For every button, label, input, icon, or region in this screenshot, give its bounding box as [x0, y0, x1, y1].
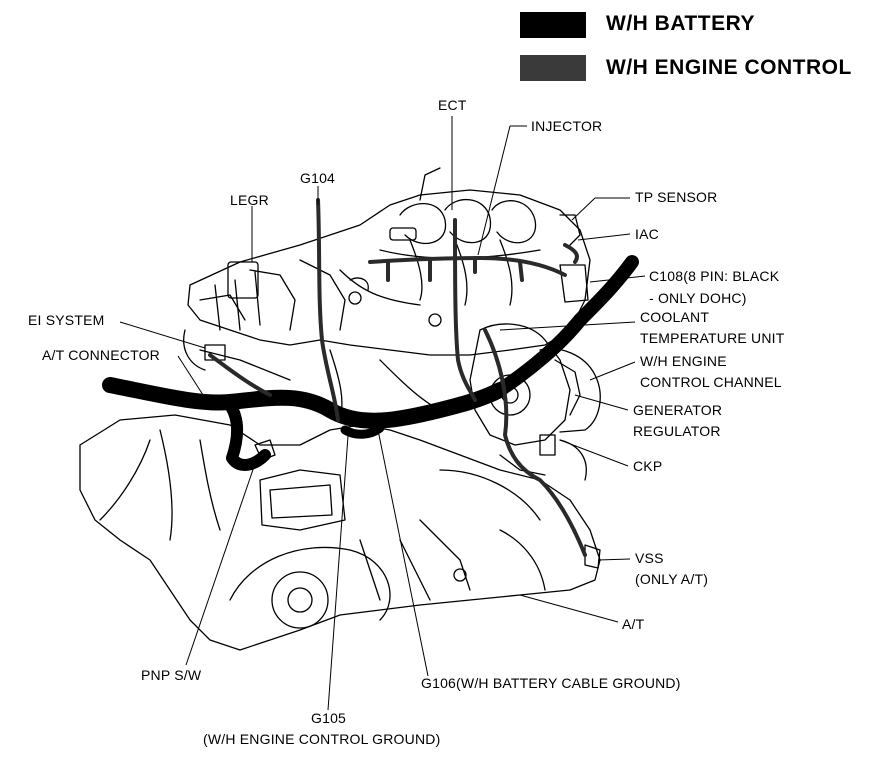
- label-g104: G104: [300, 170, 336, 186]
- label-ei-system: EI SYSTEM: [28, 312, 105, 328]
- engine-control-harness: [208, 198, 587, 557]
- legend-swatch-battery: [520, 12, 586, 38]
- label-legr: LEGR: [230, 192, 269, 208]
- label-g105-line2: (W/H ENGINE CONTROL GROUND): [203, 731, 441, 747]
- label-g106: G106(W/H BATTERY CABLE GROUND): [421, 675, 681, 691]
- label-c108-line2: - ONLY DOHC): [649, 290, 747, 306]
- label-coolant-line2: TEMPERATURE UNIT: [640, 330, 785, 346]
- label-at-connector: A/T CONNECTOR: [42, 347, 160, 363]
- label-pnp-sw: PNP S/W: [141, 667, 202, 683]
- label-vss-line1: VSS: [635, 550, 664, 566]
- legend-label-battery: W/H BATTERY: [606, 12, 755, 35]
- label-g105-line1: G105: [311, 710, 347, 726]
- label-ckp: CKP: [633, 458, 663, 474]
- label-whec-channel-line2: CONTROL CHANNEL: [640, 374, 782, 390]
- label-c108-line1: C108(8 PIN: BLACK: [649, 268, 780, 284]
- label-at: A/T: [622, 616, 645, 632]
- label-generator-line1: GENERATOR: [633, 402, 723, 418]
- label-iac: IAC: [635, 226, 659, 242]
- label-generator-line2: REGULATOR: [633, 423, 721, 439]
- legend-label-engine-control: W/H ENGINE CONTROL: [606, 56, 852, 79]
- label-tp-sensor: TP SENSOR: [635, 189, 718, 205]
- engine-outline: [79, 167, 601, 651]
- label-ect: ECT: [438, 97, 467, 113]
- label-whec-channel-line1: W/H ENGINE: [640, 353, 727, 369]
- label-injector: INJECTOR: [531, 118, 603, 134]
- label-vss-line2: (ONLY A/T): [635, 571, 709, 587]
- legend-swatch-engine-control: [520, 55, 586, 81]
- battery-harness: [102, 255, 639, 471]
- label-coolant-line1: COOLANT: [640, 309, 710, 325]
- leader-lines: [119, 116, 646, 711]
